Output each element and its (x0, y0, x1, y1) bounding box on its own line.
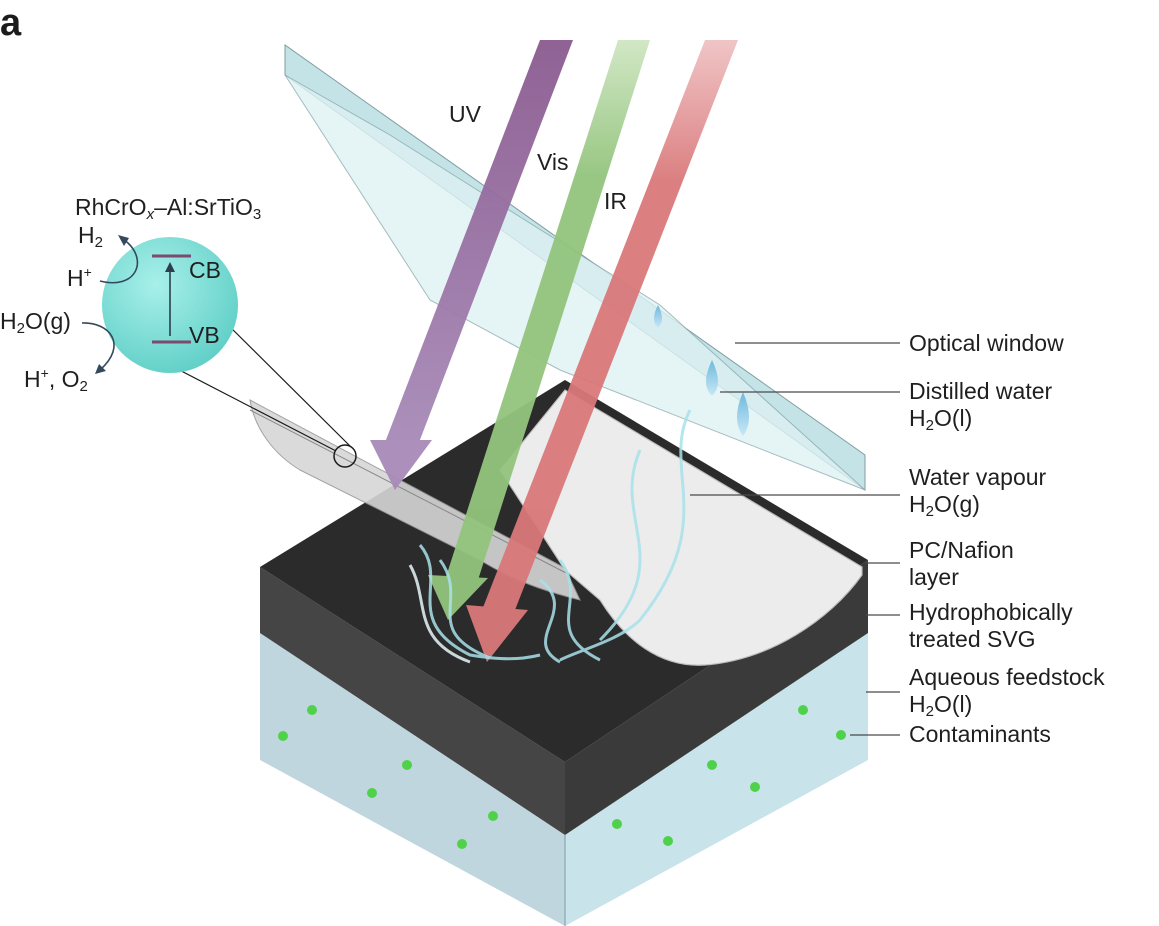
cb-label: CB (189, 257, 221, 283)
window-side-pane (284, 74, 866, 491)
ir-label: IR (604, 188, 627, 214)
h2-label: H2 (78, 222, 103, 251)
catalyst-particle (81, 235, 238, 374)
products-label: H+, O2 (24, 365, 88, 395)
contaminant-dot (798, 705, 808, 715)
catalyst-formula: RhCrOx–Al:SrTiO3 (75, 194, 262, 223)
contaminant-dot (612, 819, 622, 829)
panel-label: a (0, 2, 22, 44)
zoom-circle (333, 444, 357, 468)
contaminants (278, 705, 846, 849)
light-beams (370, 40, 738, 662)
contaminant-dot (307, 705, 317, 715)
vb-label: VB (189, 322, 220, 348)
contaminant-dot (278, 731, 288, 741)
hplus-label: H+ (67, 264, 92, 291)
contaminant-dot (836, 730, 846, 740)
vis-beam (428, 40, 650, 620)
droplet (737, 392, 749, 436)
droplet (706, 360, 718, 396)
uv-beam (370, 40, 573, 490)
water-vapour-wisps (408, 409, 692, 664)
contaminant-dot (402, 760, 412, 770)
contaminant-dot (457, 839, 467, 849)
ir-beam (466, 40, 738, 662)
legend-optical-window: Optical window (909, 330, 1064, 356)
droplet (654, 305, 662, 328)
water-oxidation-arrow (81, 322, 115, 371)
contaminant-dot (488, 811, 498, 821)
contaminant-dot (750, 782, 760, 792)
legend-leader-lines (690, 342, 900, 736)
vis-label: Vis (537, 149, 569, 175)
contaminant-dot (663, 836, 673, 846)
contaminant-dot (367, 788, 377, 798)
aqueous-feedstock-block (260, 633, 868, 926)
svg-left-side (260, 567, 565, 835)
h2-evolution-arrow (99, 237, 139, 284)
water-block-left-face (260, 633, 565, 926)
legend-contaminants: Contaminants (909, 721, 1051, 747)
distilled-water-droplets (654, 305, 749, 436)
water-block-right-face (565, 633, 868, 926)
nafion-sheet (499, 389, 863, 666)
h2o-g-label: H2O(g) (0, 308, 71, 337)
uv-label: UV (449, 101, 481, 127)
contaminant-dot (707, 760, 717, 770)
